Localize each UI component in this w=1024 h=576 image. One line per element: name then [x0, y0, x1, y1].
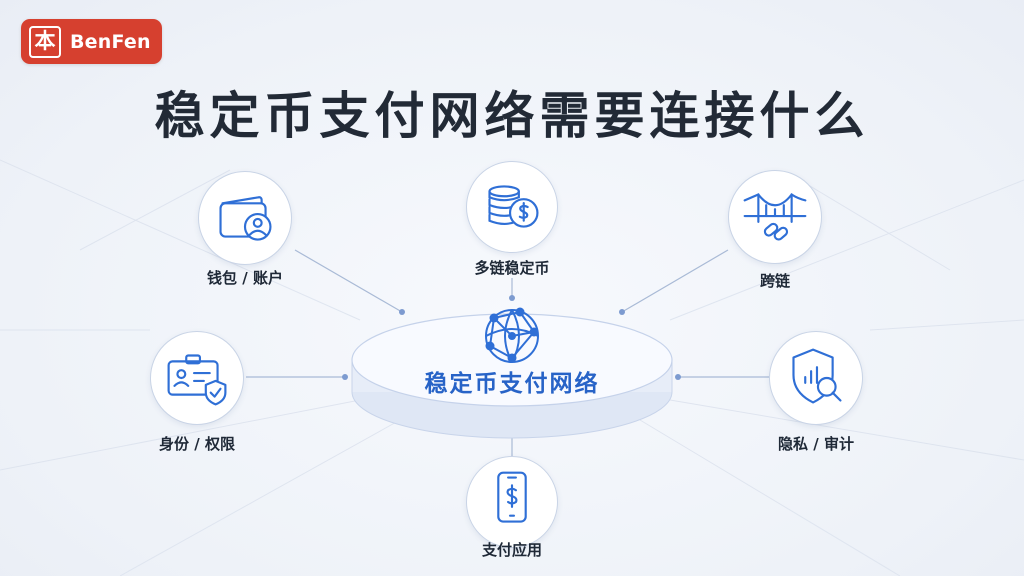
node-wallet[interactable]	[198, 171, 292, 265]
brand-logo[interactable]: 本 BenFen	[21, 19, 162, 64]
node-wallet-label: 钱包 / 账户	[207, 269, 283, 287]
shield-magnifier-icon	[792, 348, 842, 404]
node-privacy[interactable]	[769, 331, 863, 425]
node-privacy-label: 隐私 / 审计	[778, 435, 854, 453]
node-crosschain[interactable]	[728, 170, 822, 264]
logo-seal: 本	[29, 25, 61, 58]
bridge-link-icon	[743, 193, 807, 241]
node-identity-label: 身份 / 权限	[159, 435, 235, 453]
phone-dollar-icon	[497, 471, 527, 523]
node-payment[interactable]	[466, 456, 558, 548]
center-label: 稳定币支付网络	[424, 371, 600, 397]
page-title: 稳定币支付网络需要连接什么	[154, 87, 870, 145]
node-stablecoin[interactable]	[466, 161, 558, 253]
node-payment-label: 支付应用	[481, 541, 542, 559]
node-stablecoin-label: 多链稳定币	[474, 259, 550, 277]
node-identity[interactable]	[150, 331, 244, 425]
wallet-user-icon	[219, 196, 272, 241]
coins-dollar-icon	[488, 185, 539, 228]
node-crosschain-label: 跨链	[759, 272, 790, 290]
id-card-shield-icon	[167, 354, 227, 406]
logo-name: BenFen	[70, 30, 151, 53]
